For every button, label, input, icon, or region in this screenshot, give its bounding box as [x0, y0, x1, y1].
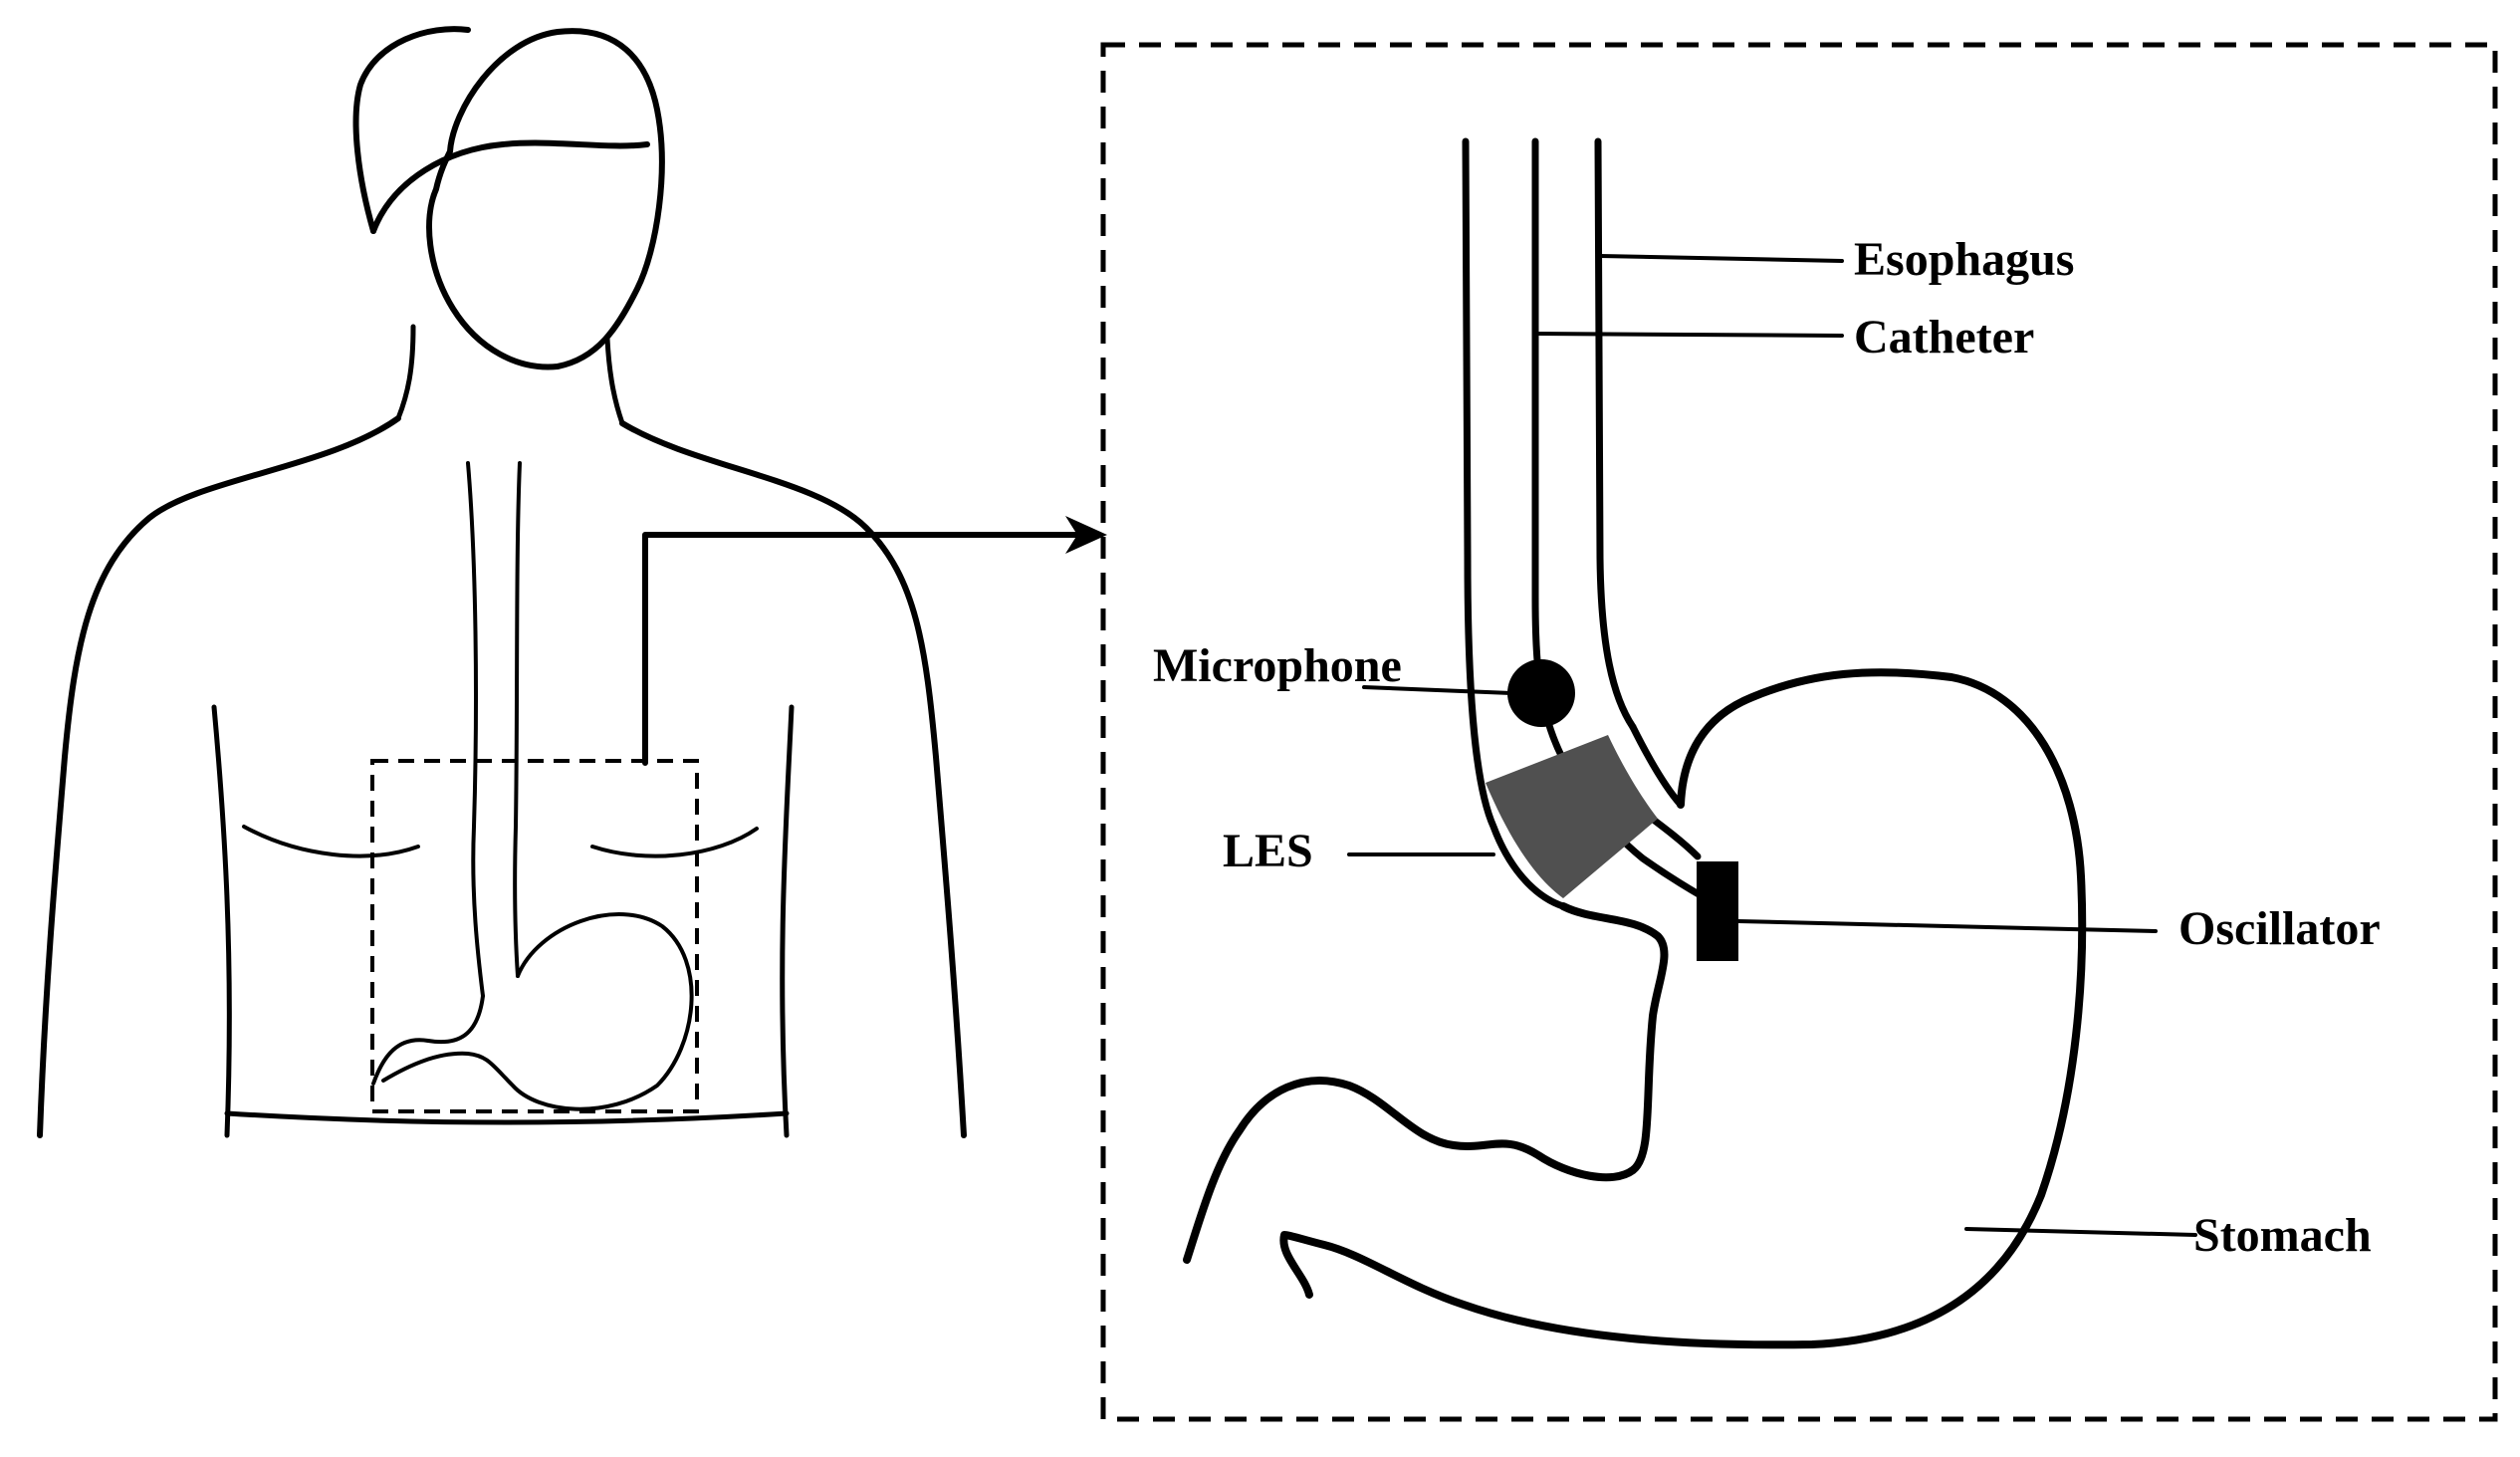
leader-lines: [1347, 254, 2197, 1237]
right-inner-arm: [780, 704, 795, 1138]
oscillator-block: [1697, 861, 1738, 961]
stomach-leader: [1964, 1227, 2197, 1237]
les-band: [1486, 735, 1658, 898]
left-shoulder-arm: [37, 415, 401, 1138]
esophagus-right-wall: [1594, 137, 1637, 731]
arrowhead: [1065, 516, 1107, 554]
hairline: [370, 139, 650, 234]
label-microphone: Microphone: [1153, 639, 1402, 692]
neck-right: [604, 336, 625, 426]
catheter-leader: [1533, 332, 1844, 338]
esophagus-leader: [1598, 254, 1844, 263]
label-les: LES: [1223, 825, 1313, 877]
label-catheter: Catheter: [1854, 311, 2034, 364]
inset-region-box: [370, 759, 699, 1113]
small-stomach: [371, 912, 694, 1111]
left-pectoral: [242, 825, 420, 858]
fundus-connector: [1629, 723, 1685, 809]
waistline: [224, 1110, 790, 1125]
microphone-leader: [1362, 685, 1513, 695]
head-outline: [426, 28, 665, 370]
labels: Esophagus Catheter Microphone LES Oscill…: [1153, 233, 2381, 1262]
human-body-outline: [37, 26, 967, 1138]
zoom-connector-arrow: [642, 516, 1107, 766]
head-left-side: [352, 26, 471, 234]
detail-panel-border: [1100, 42, 2498, 1422]
right-shoulder-arm: [619, 420, 967, 1138]
neck-left: [395, 324, 416, 421]
right-pectoral: [590, 827, 759, 858]
small-esophagus-left: [466, 461, 485, 998]
small-esophagus-right: [513, 461, 522, 978]
stomach-outer-wall: [1279, 668, 2087, 1349]
label-stomach: Stomach: [2193, 1209, 2372, 1262]
esophagus-left-wall: [1462, 137, 1567, 910]
microphone-dot: [1507, 659, 1575, 727]
left-inner-arm: [211, 704, 232, 1138]
oscillator-leader: [1736, 919, 2158, 933]
detail-anatomy: [1183, 137, 2087, 1349]
stomach-inner-wall: [1183, 902, 1669, 1264]
label-esophagus: Esophagus: [1854, 233, 2074, 286]
label-oscillator: Oscillator: [2178, 902, 2381, 955]
